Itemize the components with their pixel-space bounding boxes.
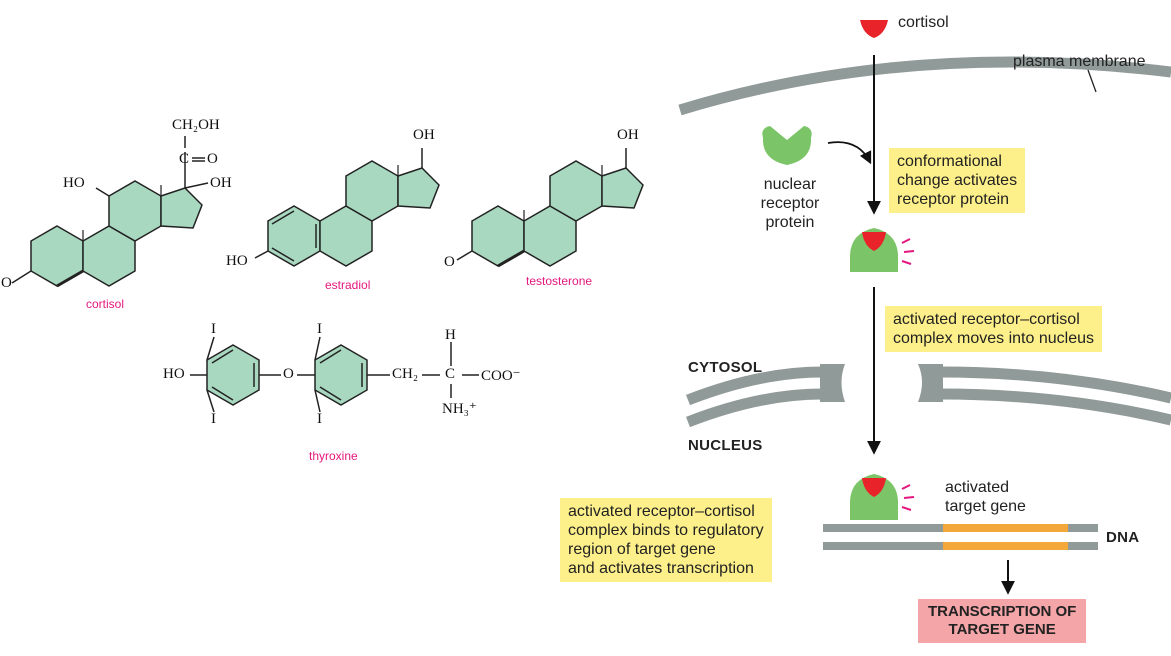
cortisol-c: C xyxy=(179,151,190,167)
thyroxine-ch2: CH₂ xyxy=(392,366,419,382)
estradiol-label: estradiol xyxy=(325,278,371,292)
cortisol-o: O xyxy=(207,151,218,167)
nuclear-envelope xyxy=(686,366,1171,428)
receptor-protein-icon xyxy=(762,126,812,165)
thyroxine-structure xyxy=(190,336,479,413)
thyroxine-i1: I xyxy=(211,321,216,337)
cortisol-top-label: cortisol xyxy=(898,14,949,31)
cortisol-oh: OH xyxy=(210,175,232,191)
estradiol-structure xyxy=(254,148,440,267)
testosterone-oh: OH xyxy=(617,127,639,143)
thyroxine-i4: I xyxy=(317,411,322,427)
testosterone-structure xyxy=(456,148,644,268)
cortisol-structure xyxy=(11,136,209,288)
testosterone-label: testosterone xyxy=(526,274,593,288)
thyroxine-label: thyroxine xyxy=(309,449,358,463)
cortisol-ketone-o: O xyxy=(1,275,12,291)
activated-receptor-dna-icon xyxy=(850,474,915,520)
thyroxine-c: C xyxy=(445,366,456,382)
activated-target-gene-label: activated target gene xyxy=(945,479,1026,515)
thyroxine-i3: I xyxy=(317,321,322,337)
plasma-membrane-label: plasma membrane xyxy=(1013,53,1146,70)
join-arrow xyxy=(827,141,872,165)
conformational-change-box: conformational change activates receptor… xyxy=(889,148,1026,213)
nuclear-receptor-label: nuclear receptor protein xyxy=(760,176,820,231)
plasma-membrane xyxy=(678,56,1171,116)
thyroxine-coo: COO⁻ xyxy=(481,368,521,384)
thyroxine-h: H xyxy=(445,327,456,343)
complex-moves-box: activated receptor–cortisol complex move… xyxy=(885,306,1102,352)
cytosol-label: CYTOSOL xyxy=(688,359,763,376)
testosterone-o: O xyxy=(444,254,455,270)
activated-receptor-icon xyxy=(850,228,915,272)
cortisol-ho: HO xyxy=(63,175,85,191)
cortisol-ch2oh: CH₂OH xyxy=(172,117,220,133)
nuclear-pore-icon xyxy=(820,364,943,402)
transcription-box: TRANSCRIPTION OF TARGET GENE xyxy=(918,599,1087,643)
thyroxine-nh3: NH₃⁺ xyxy=(442,401,477,417)
dna-label: DNA xyxy=(1106,529,1140,546)
nucleus-label: NUCLEUS xyxy=(688,437,763,454)
dna-strands xyxy=(823,524,1098,550)
thyroxine-o: O xyxy=(283,366,294,382)
estradiol-oh: OH xyxy=(413,127,435,143)
complex-binds-box: activated receptor–cortisol complex bind… xyxy=(560,498,772,582)
cortisol-molecule-icon xyxy=(860,20,888,38)
thyroxine-i2: I xyxy=(211,411,216,427)
cortisol-label: cortisol xyxy=(86,297,125,311)
estradiol-ho: HO xyxy=(226,253,248,269)
thyroxine-ho: HO xyxy=(163,366,185,382)
